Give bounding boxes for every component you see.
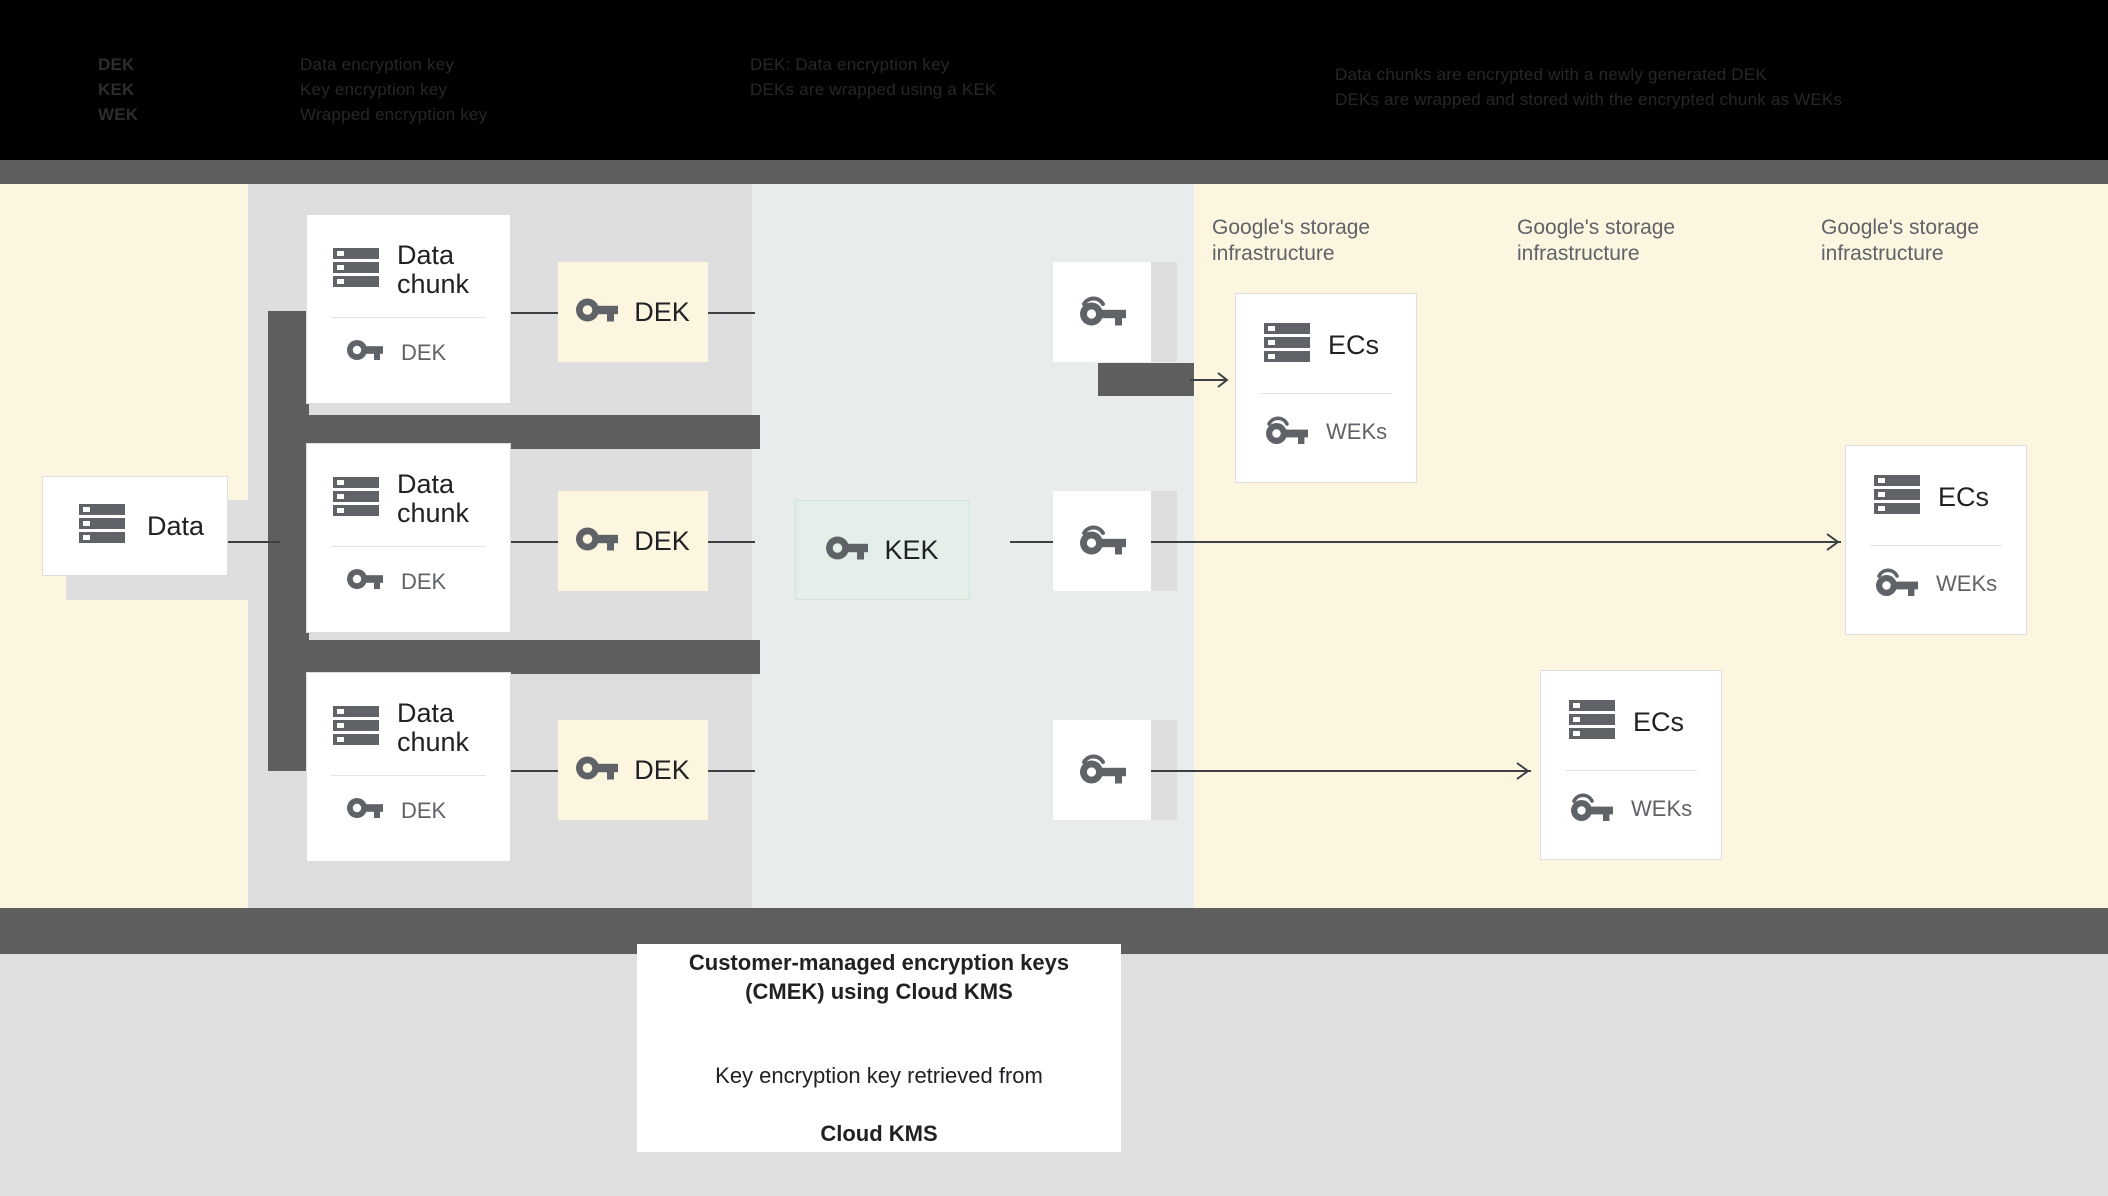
- legend-note-kek: DEKs are wrapped using a KEK: [750, 80, 997, 99]
- kek-chip[interactable]: KEK: [795, 500, 970, 600]
- data-card-title: Data: [147, 510, 205, 541]
- card-divider: [1260, 393, 1392, 394]
- legend-expansion-dek: Data encryption key: [300, 55, 455, 74]
- connector-data-to-manifold: [228, 541, 280, 543]
- wrapped-key-tile-2[interactable]: [1053, 491, 1151, 591]
- wrapped-key-icon: [1264, 414, 1308, 450]
- arrow-to-ecs-2: [1826, 533, 1840, 551]
- caption-subtitle-strong: Cloud KMS: [820, 1121, 938, 1146]
- chunk-card-title: Data chunk: [397, 698, 470, 757]
- top-divider-bar: [0, 160, 2108, 184]
- key-icon: [576, 296, 619, 329]
- caption-subtitle: Key encryption key retrieved from Cloud …: [715, 1032, 1043, 1148]
- connector-chunk3-dek3: [511, 770, 558, 772]
- legend-band: DEK KEK WEK Data encryption key Key encr…: [0, 0, 2108, 160]
- connector-row3-long: [1151, 770, 1531, 772]
- dek-chip-2[interactable]: DEK: [558, 491, 708, 591]
- data-card[interactable]: Data: [42, 476, 228, 576]
- ecs-card-title: ECs: [1633, 707, 1685, 737]
- split-manifold-arm-bottom: [268, 640, 760, 674]
- chunk-card-dek-label: DEK: [401, 568, 447, 594]
- legend-note-dek: DEK: Data encryption key: [750, 55, 950, 74]
- connector-row2-long: [1151, 541, 1841, 543]
- ecs-card-title: ECs: [1938, 482, 1990, 512]
- dek-chip-3[interactable]: DEK: [558, 720, 708, 820]
- caption-box: Customer-managed encryption keys (CMEK) …: [637, 944, 1121, 1152]
- chunk-card-title: Data chunk: [397, 240, 470, 299]
- connector-chunk1-dek1: [511, 312, 558, 314]
- connector-chunk2-dek2: [511, 541, 558, 543]
- key-icon: [576, 525, 619, 558]
- arrow-to-ecs-3: [1516, 762, 1530, 780]
- chunk-card-2[interactable]: Data chunk DEK: [306, 443, 511, 633]
- caption-title: Customer-managed encryption keys (CMEK) …: [688, 950, 1070, 1004]
- card-divider: [331, 546, 486, 547]
- server-icon: [333, 476, 379, 523]
- card-divider: [1565, 770, 1697, 771]
- connector-dek1-wrap1: [708, 312, 755, 314]
- connector-kek-to-wrap2: [1010, 541, 1053, 543]
- dek-chip-label: DEK: [634, 296, 690, 327]
- dek-chip-label: DEK: [634, 754, 690, 785]
- ecs-card-weks-label: WEKs: [1936, 571, 1998, 596]
- legend-desc-wrap: DEKs are wrapped and stored with the enc…: [1335, 90, 1843, 109]
- key-icon: [347, 796, 383, 825]
- wrapped-key-icon: [1078, 751, 1126, 790]
- legend-column-abbr: DEK KEK WEK: [98, 52, 138, 127]
- chunk-card-1[interactable]: Data chunk DEK: [306, 214, 511, 404]
- card-divider: [331, 775, 486, 776]
- chunk-card-dek-label: DEK: [401, 797, 447, 823]
- legend-expansion-wek: Wrapped encryption key: [300, 105, 488, 124]
- connector-dek2-wrap2: [708, 541, 755, 543]
- storage-label-2: Google's storage infrastructure: [1517, 216, 1676, 265]
- arrow-to-ecs-1: [1190, 372, 1229, 388]
- chunk-card-3[interactable]: Data chunk DEK: [306, 672, 511, 862]
- wrapped-key-icon: [1078, 293, 1126, 332]
- server-icon: [79, 503, 125, 550]
- ecs-card-title: ECs: [1328, 330, 1380, 360]
- key-icon: [576, 754, 619, 787]
- server-icon: [1874, 474, 1920, 521]
- wrapped-key-icon: [1078, 522, 1126, 561]
- ecs-card-1[interactable]: ECs WEKs: [1235, 293, 1417, 483]
- server-icon: [333, 705, 379, 752]
- wrapped-key-tile-1[interactable]: [1053, 262, 1151, 362]
- caption-subtitle-prefix: Key encryption key retrieved from: [715, 1063, 1043, 1088]
- ecs-card-weks-label: WEKs: [1326, 419, 1388, 444]
- card-divider: [331, 317, 486, 318]
- legend-abbr-kek: KEK: [98, 80, 135, 99]
- chunk-card-title: Data chunk: [397, 469, 470, 528]
- server-icon: [333, 247, 379, 294]
- wrapped-key-icon: [1874, 566, 1918, 602]
- storage-label-3: Google's storage infrastructure: [1821, 216, 1980, 265]
- ecs-card-2[interactable]: ECs WEKs: [1540, 670, 1722, 860]
- legend-abbr-dek: DEK: [98, 55, 135, 74]
- server-icon: [1264, 322, 1310, 369]
- ecs-card-weks-label: WEKs: [1631, 796, 1693, 821]
- legend-expansion-kek: Key encryption key: [300, 80, 448, 99]
- card-divider: [1870, 545, 2002, 546]
- kek-chip-label: KEK: [884, 534, 939, 565]
- legend-abbr-wek: WEK: [98, 105, 139, 124]
- key-icon: [347, 338, 383, 367]
- connector-dek3-wrap3: [708, 770, 755, 772]
- legend-desc-encrypt: Data chunks are encrypted with a newly g…: [1335, 65, 1767, 84]
- ecs-card-3[interactable]: ECs WEKs: [1845, 445, 2027, 635]
- key-icon: [347, 567, 383, 596]
- legend-column-notes: DEK: Data encryption key DEKs are wrappe…: [750, 52, 997, 102]
- wrapped-key-connector-bar: [1098, 363, 1194, 396]
- storage-label-1: Google's storage infrastructure: [1212, 216, 1371, 265]
- chunk-card-dek-label: DEK: [401, 339, 447, 365]
- wrapped-key-tile-3[interactable]: [1053, 720, 1151, 820]
- server-icon: [1569, 699, 1615, 746]
- legend-column-expansion: Data encryption key Key encryption key W…: [300, 52, 487, 127]
- legend-column-description: Data chunks are encrypted with a newly g…: [1335, 62, 1842, 112]
- dek-chip-label: DEK: [634, 525, 690, 556]
- dek-chip-1[interactable]: DEK: [558, 262, 708, 362]
- key-icon: [826, 534, 869, 567]
- wrapped-key-icon: [1569, 791, 1613, 827]
